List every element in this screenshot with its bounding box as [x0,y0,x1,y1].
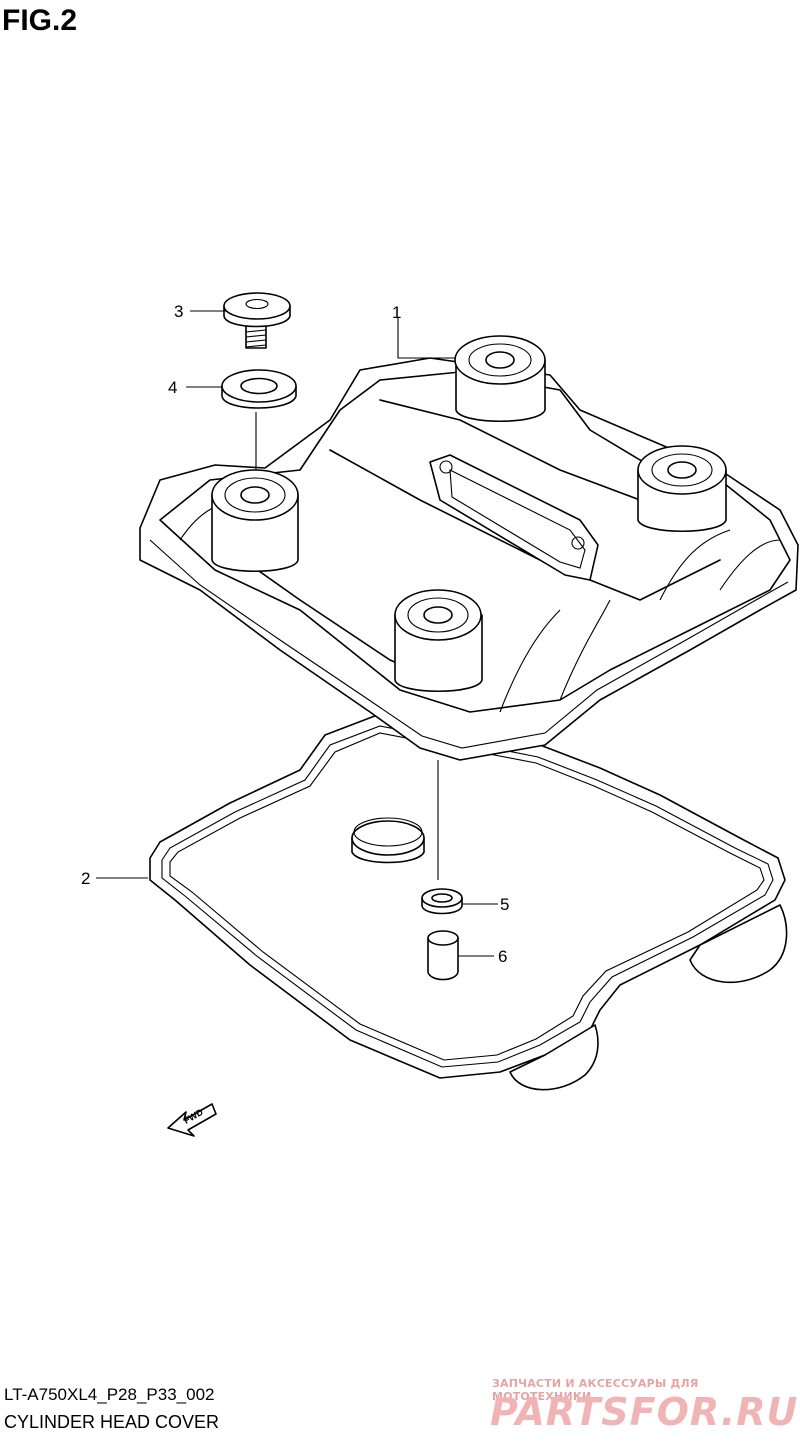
callout-5: 5 [500,895,509,914]
cover-gasket[interactable] [149,713,788,1091]
callout-1: 1 [392,303,401,322]
cover-bolt[interactable] [223,292,291,349]
figure-label: FIG.2 [2,4,78,37]
diagram-caption: CYLINDER HEAD COVER [4,1412,220,1432]
callout-4: 4 [168,378,177,397]
seal-ring[interactable] [421,888,463,915]
watermark-tagline: ЗАПЧАСТИ И АКСЕССУАРЫ ДЛЯ МОТОТЕХНИКИ [492,1377,699,1403]
cylinder-head-cover[interactable] [139,335,799,761]
leader-lines [96,310,498,957]
forward-arrow-icon: FWD [167,1103,217,1137]
dowel-pin[interactable] [427,930,459,981]
callout-2: 2 [81,869,90,888]
bolt-washer[interactable] [221,369,297,409]
callout-6: 6 [498,947,507,966]
watermark-logo: PARTSFOR.RU [490,1390,799,1434]
assembly-lines [255,412,439,880]
callout-3: 3 [174,302,183,321]
diagram-code: LT-A750XL4_P28_P33_002 [4,1385,215,1404]
